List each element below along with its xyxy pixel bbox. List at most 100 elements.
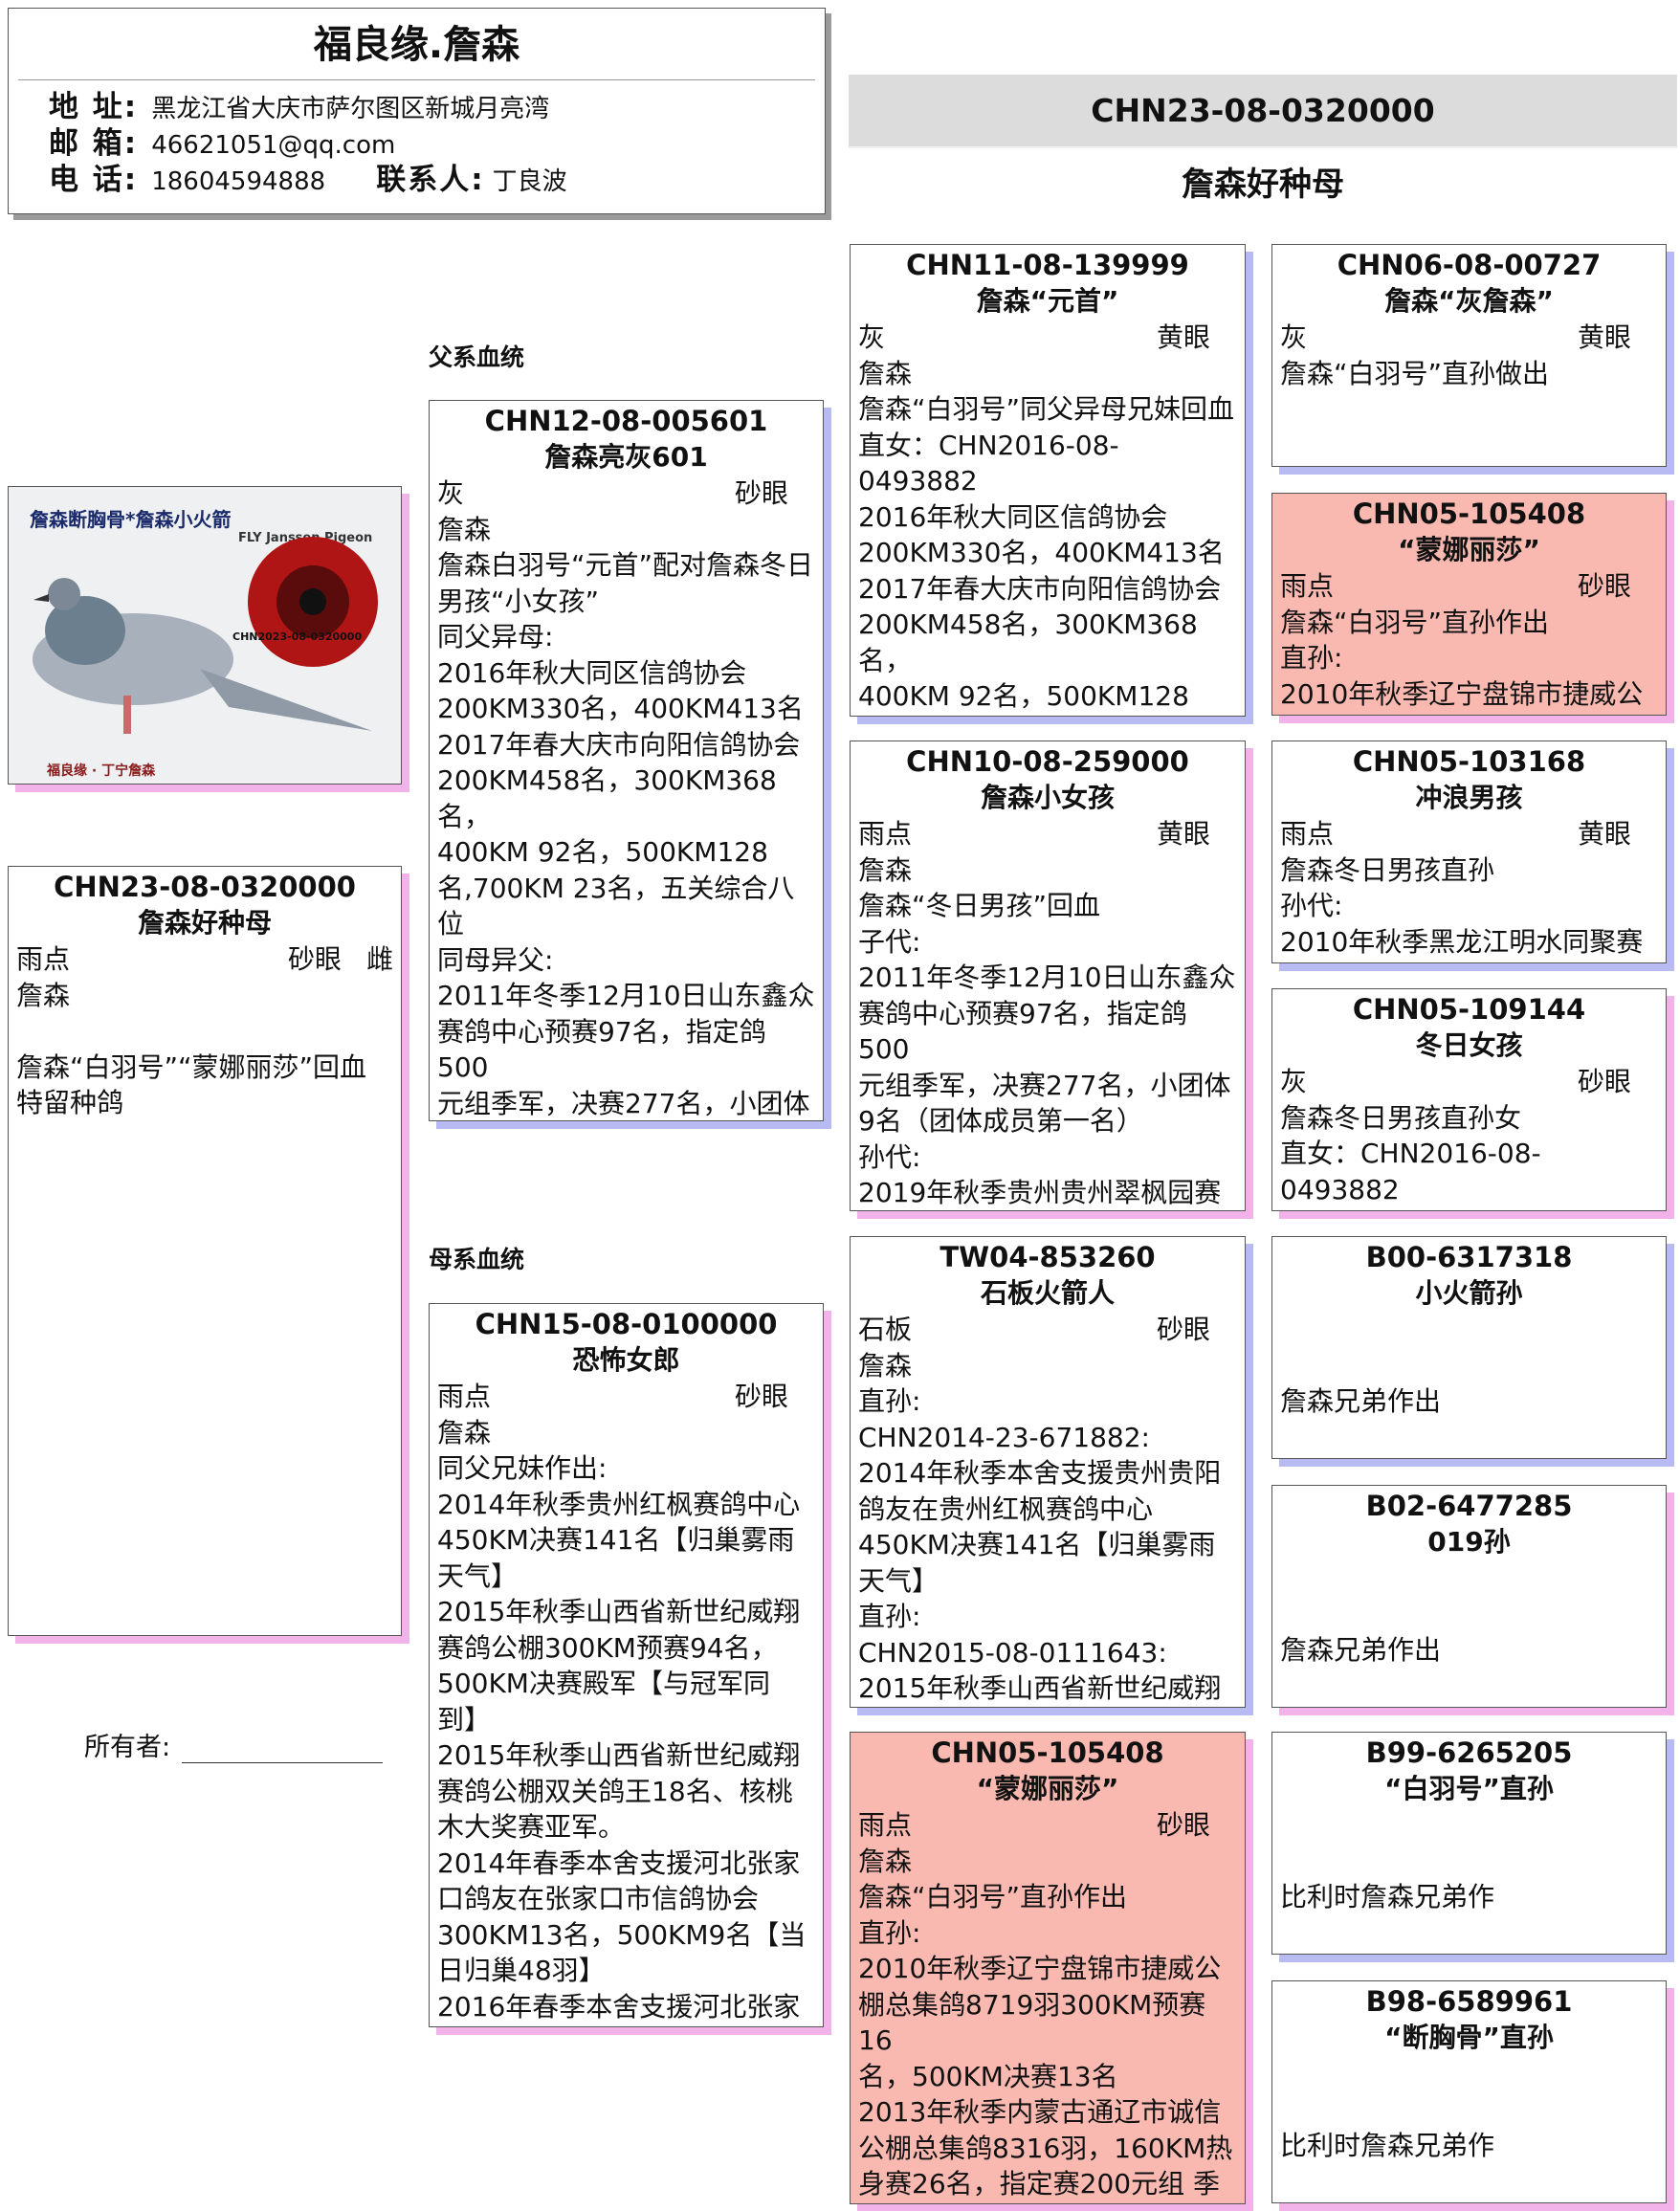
card-line: 詹森 — [858, 853, 913, 886]
photo-footer: 福良缘 · 丁宁詹森 — [47, 763, 156, 779]
card-meta-row: 灰黄眼 — [858, 320, 1237, 356]
card-ring-id: CHN06-08-00727 — [1337, 249, 1602, 281]
card-meta-row: 雨点砂眼 — [437, 1379, 815, 1415]
owner-label: 所有者: — [84, 1733, 171, 1762]
card-color: 灰 — [1280, 1066, 1308, 1097]
contact-value: 丁良波 — [492, 167, 567, 196]
card-line: 到】 — [437, 1703, 492, 1736]
subject-meta-row: 雨点 砂眼 雌 — [16, 941, 393, 978]
card-line: 天气】 — [858, 1564, 939, 1597]
card-eye — [1631, 2056, 1658, 2092]
card-name: 恐怖女郎 — [572, 1344, 680, 1376]
card-line: 9名（团体成员第一名） — [858, 1105, 1143, 1137]
card-line: 2015年秋季山西省新世纪威翔 — [437, 1739, 801, 1771]
card-ring-id: CHN10-08-259000 — [906, 745, 1189, 778]
card-ring-id: CHN05-109144 — [1352, 993, 1586, 1026]
card-line: 2011年冬季12月10日山东鑫众 — [437, 980, 815, 1011]
card-line: 200KM330名，400KM413名 — [858, 537, 1225, 568]
card-name: 詹森亮灰601 — [544, 441, 708, 473]
card-line: 2015年秋季山西省新世纪威翔 — [858, 1672, 1222, 1704]
card-line: 天气】 — [437, 1559, 519, 1592]
card-line: 直孙: — [858, 1916, 921, 1949]
card-line: 2017年春大庆市向阳信鸽协会 — [858, 572, 1222, 605]
subject-card: CHN23-08-0320000 詹森好种母 雨点 砂眼 雌 詹森 詹森“白羽号… — [8, 866, 402, 1636]
top-name: 詹森好种母 — [1182, 166, 1344, 204]
card-eye: 黄眼 — [1156, 818, 1210, 850]
card-name: “蒙娜丽莎” — [1398, 534, 1540, 565]
card-meta-row — [1280, 1312, 1658, 1348]
subject-line: 特留种鸽 — [16, 1087, 124, 1118]
card-eye — [1631, 1560, 1658, 1597]
address-row: 地 址: 黑龙江省大庆市萨尔图区新城月亮湾 — [49, 90, 825, 126]
card-line: 詹森冬日男孩直孙女 — [1280, 1101, 1522, 1134]
card-line: 詹森 — [437, 1416, 492, 1448]
phone-value: 18604594888 — [151, 167, 326, 196]
card-line: 直女：CHN2016-08-0493882 — [858, 429, 1119, 497]
card-line: 詹森 — [437, 513, 492, 545]
card-name: 石板火箭人 — [980, 1277, 1115, 1309]
card-line: 2014年春季本舍支援河北张家 — [437, 1846, 801, 1879]
phone-row: 电 话: 18604594888 联系人: 丁良波 — [49, 163, 825, 199]
card-meta-row: 灰砂眼 — [437, 475, 815, 512]
card-line: 2016年秋大同区信鸽协会 — [437, 656, 747, 689]
subject-line: 詹森“白羽号”“蒙娜丽莎”回血 — [16, 1050, 367, 1083]
card-line: 身赛26名，指定赛200元组 季 — [858, 2168, 1220, 2200]
card-line: 男孩“小女孩” — [437, 585, 600, 617]
card-eye — [1631, 1807, 1658, 1844]
card-line: 詹森 — [858, 357, 913, 389]
card-line: 孙代: — [1280, 890, 1343, 921]
phone-label: 电 话: — [49, 163, 139, 197]
card-line: 赛鸽中心预赛97名，指定鸽500 — [858, 997, 1187, 1066]
card-line: 2016年春季本舍支援河北张家 — [437, 1990, 801, 2023]
card-color — [1280, 1312, 1289, 1348]
card-line: 2010年秋季黑龙江明水同聚赛 — [1280, 925, 1644, 958]
owner-row: 所有者: — [84, 1726, 384, 1763]
card-line: 日归巢48羽】 — [437, 1955, 606, 1986]
card-name: 冲浪男孩 — [1415, 782, 1523, 813]
card-line: 木大奖赛亚军。 — [437, 1811, 626, 1843]
card-meta-row — [1280, 1807, 1658, 1844]
card-color: 雨点 — [858, 818, 913, 850]
card-line: 直女：CHN2016-08-0493882 — [1280, 1138, 1541, 1205]
subject-eye: 砂眼 — [287, 943, 342, 975]
card-eye: 砂眼 — [1577, 1066, 1631, 1097]
card-meta-row: 雨点砂眼 — [1280, 568, 1658, 605]
card-line: 2016年秋大同区信鸽协会 — [1280, 1207, 1658, 1210]
card-name: 詹森“灰詹森” — [1384, 285, 1554, 317]
card-line: 比利时詹森兄弟作 — [1280, 2130, 1495, 2161]
card-ring-id: B98-6589961 — [1365, 1985, 1573, 2018]
card-eye: 黄眼 — [1577, 818, 1631, 850]
card-line: 棚总集鸽8719羽300KM预赛16 — [858, 1988, 1206, 2057]
card-line: 公棚总集鸽8316羽，160KM热 — [858, 2132, 1233, 2164]
card-name: 詹森小女孩 — [980, 782, 1115, 813]
card-color: 灰 — [858, 321, 886, 353]
card-line: 军，500KM决赛 27名 — [858, 2202, 1237, 2204]
card-line: 2011年冬季12月10日山东鑫众 — [858, 962, 1236, 993]
pigeon-image — [33, 537, 378, 734]
card-line: 直孙: — [858, 1385, 921, 1417]
card-line: 450KM决赛141名【归巢雾雨 — [437, 1524, 795, 1556]
card-line: 詹森“白羽号”直孙做出 — [1280, 357, 1550, 389]
email-value: 46621051@qq.com — [151, 131, 396, 160]
card-line: 位 — [437, 908, 465, 940]
card-line: 200KM458名，300KM368名， — [858, 608, 1198, 676]
card-line: 2016年秋大同区信鸽协会 — [858, 500, 1168, 533]
card-name: 冬日女孩 — [1415, 1029, 1523, 1061]
card-line: 詹森兄弟作出 — [1280, 1385, 1442, 1417]
card-ring-id: CHN05-105408 — [1352, 497, 1586, 530]
card-color — [1280, 2056, 1289, 2092]
card-meta-row — [1280, 2056, 1658, 2092]
card-eye: 砂眼 — [1156, 1314, 1210, 1345]
card-line: 直孙: — [858, 1601, 921, 1632]
subject-line: 詹森 — [16, 979, 71, 1011]
subject-name: 詹森好种母 — [137, 907, 272, 939]
card-name: 詹森“元首” — [976, 285, 1119, 317]
subject-lines: 詹森 詹森“白羽号”“蒙娜丽莎”回血特留种鸽 — [16, 978, 393, 1121]
card-color: 雨点 — [437, 1381, 492, 1412]
